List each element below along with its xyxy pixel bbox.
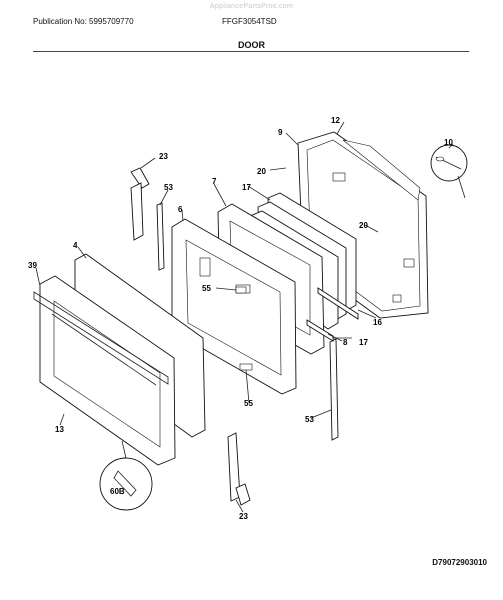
screw-callout <box>99 440 153 511</box>
callout-17-lower: 17 <box>359 338 368 347</box>
callout-10: 10 <box>444 138 453 147</box>
front-door-assembly <box>33 275 176 466</box>
header-divider <box>33 51 469 52</box>
publication-number: Publication No: 5995709770 <box>33 17 134 26</box>
model-number: FFGF3054TSD <box>222 17 277 26</box>
callout-55-upper: 55 <box>202 284 211 293</box>
callout-8: 8 <box>343 338 348 347</box>
callout-9: 9 <box>278 128 283 137</box>
callout-17-upper: 17 <box>242 183 251 192</box>
leader-lines <box>35 121 454 513</box>
callout-55-lower: 55 <box>244 399 253 408</box>
bottom-trim-strips <box>306 287 359 342</box>
side-trim-left <box>156 202 165 271</box>
callout-39: 39 <box>28 261 37 270</box>
watermark: AppliancePartsPros.com <box>209 3 294 10</box>
callout-53-upper: 53 <box>164 183 173 192</box>
callout-6: 6 <box>178 205 183 214</box>
hinge-receptacle-callout <box>430 144 468 199</box>
hinge-upper <box>130 167 150 241</box>
callout-12: 12 <box>331 116 340 125</box>
callout-20-upper: 20 <box>257 167 266 176</box>
section-title: DOOR <box>238 40 265 50</box>
side-trim-right <box>329 338 339 441</box>
callout-13: 13 <box>55 425 64 434</box>
callout-23-lower: 23 <box>239 512 248 521</box>
callout-23-upper: 23 <box>159 152 168 161</box>
diagram-code: D79072903010 <box>432 558 487 567</box>
callout-20-lower: 20 <box>359 221 368 230</box>
hinge-lower <box>227 432 251 506</box>
callout-7: 7 <box>212 177 217 186</box>
callout-53-lower: 53 <box>305 415 314 424</box>
callout-60b: 60B <box>110 487 125 496</box>
callout-16: 16 <box>373 318 382 327</box>
callout-4: 4 <box>73 241 78 250</box>
